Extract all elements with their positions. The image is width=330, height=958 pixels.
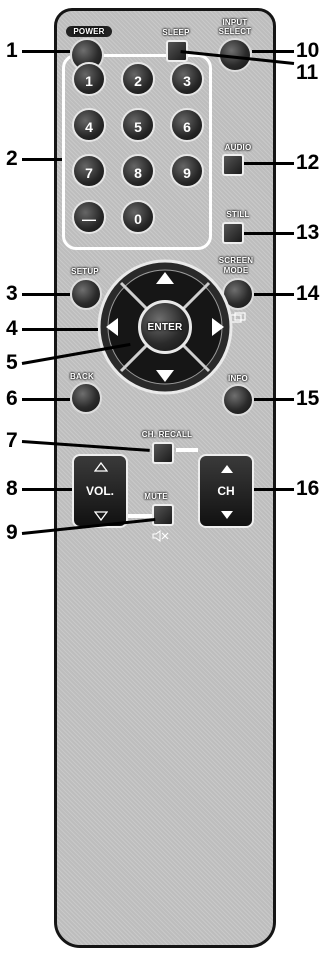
callout-5: 5 bbox=[6, 351, 18, 374]
channel-rocker[interactable]: CH bbox=[198, 454, 254, 528]
channel-up-icon bbox=[221, 465, 233, 473]
ch-recall-button[interactable] bbox=[152, 442, 174, 464]
num-button-2[interactable]: 2 bbox=[121, 62, 155, 96]
volume-down-icon bbox=[94, 511, 108, 521]
audio-label: AUDIO bbox=[224, 143, 252, 152]
leader-8 bbox=[22, 488, 72, 491]
ch-recall-label: CH. RECALL bbox=[141, 430, 193, 439]
num-button-7[interactable]: 7 bbox=[72, 154, 106, 188]
num-button-5[interactable]: 5 bbox=[121, 108, 155, 142]
volume-label: VOL. bbox=[85, 484, 114, 498]
leader-16 bbox=[254, 488, 294, 491]
left-arrow-button[interactable] bbox=[104, 316, 120, 338]
num-button-3[interactable]: 3 bbox=[170, 62, 204, 96]
callout-7: 7 bbox=[6, 429, 18, 452]
callout-10: 10 bbox=[296, 39, 320, 62]
leader-15 bbox=[254, 398, 294, 401]
screen-mode-label-line1: SCREEN bbox=[218, 256, 254, 265]
sleep-label: SLEEP bbox=[162, 28, 190, 37]
volume-up-icon bbox=[94, 462, 108, 472]
leader-13 bbox=[244, 232, 294, 235]
leader-6 bbox=[22, 398, 70, 401]
callout-8: 8 bbox=[6, 477, 18, 500]
channel-down-icon bbox=[221, 511, 233, 519]
leader-2 bbox=[22, 158, 62, 161]
up-arrow-button[interactable] bbox=[154, 270, 176, 286]
screen-mode-label-line2: MODE bbox=[223, 266, 249, 275]
input-select-label-line1: INPUT bbox=[222, 18, 248, 27]
ch-recall-divider bbox=[176, 448, 198, 452]
callout-4: 4 bbox=[6, 317, 18, 340]
callout-16: 16 bbox=[296, 477, 320, 500]
callout-3: 3 bbox=[6, 282, 18, 305]
enter-button[interactable] bbox=[138, 300, 192, 354]
input-select-label-line2: SELECT bbox=[218, 27, 252, 36]
leader-12 bbox=[244, 162, 294, 165]
leader-10 bbox=[252, 50, 294, 53]
audio-button[interactable] bbox=[222, 154, 244, 176]
num-button-4[interactable]: 4 bbox=[72, 108, 106, 142]
numpad-frame bbox=[62, 54, 212, 250]
callout-2: 2 bbox=[6, 147, 18, 170]
setup-button[interactable] bbox=[70, 278, 102, 310]
num-button-6[interactable]: 6 bbox=[170, 108, 204, 142]
dash-button[interactable]: — bbox=[72, 200, 106, 234]
right-arrow-button[interactable] bbox=[210, 316, 226, 338]
mute-button[interactable] bbox=[152, 504, 174, 526]
info-button[interactable] bbox=[222, 384, 254, 416]
num-button-8[interactable]: 8 bbox=[121, 154, 155, 188]
mute-speaker-icon bbox=[152, 530, 169, 542]
back-label: BACK bbox=[70, 372, 94, 381]
still-button[interactable] bbox=[222, 222, 244, 244]
volume-rocker[interactable]: VOL. bbox=[72, 454, 128, 528]
channel-label: CH bbox=[217, 484, 235, 498]
mute-divider bbox=[128, 514, 152, 518]
info-label: INFO bbox=[228, 374, 248, 383]
enter-label: ENTER bbox=[147, 322, 183, 333]
leader-1 bbox=[22, 50, 70, 53]
callout-11: 11 bbox=[296, 61, 319, 84]
leader-14 bbox=[254, 293, 294, 296]
callout-14: 14 bbox=[296, 282, 320, 305]
callout-1: 1 bbox=[6, 39, 18, 62]
input-select-button[interactable] bbox=[218, 38, 252, 72]
leader-4 bbox=[22, 328, 98, 331]
callout-12: 12 bbox=[296, 151, 320, 174]
callout-15: 15 bbox=[296, 387, 320, 410]
callout-9: 9 bbox=[6, 521, 18, 544]
back-button[interactable] bbox=[70, 382, 102, 414]
down-arrow-button[interactable] bbox=[154, 368, 176, 384]
callout-13: 13 bbox=[296, 221, 320, 244]
num-button-9[interactable]: 9 bbox=[170, 154, 204, 188]
callout-6: 6 bbox=[6, 387, 18, 410]
num-button-0[interactable]: 0 bbox=[121, 200, 155, 234]
still-label: STILL bbox=[226, 210, 250, 219]
setup-label: SETUP bbox=[71, 267, 99, 276]
mute-label: MUTE bbox=[144, 492, 168, 501]
leader-3 bbox=[22, 293, 70, 296]
sleep-button[interactable] bbox=[166, 40, 188, 62]
num-button-1[interactable]: 1 bbox=[72, 62, 106, 96]
power-label: POWER bbox=[66, 26, 112, 37]
